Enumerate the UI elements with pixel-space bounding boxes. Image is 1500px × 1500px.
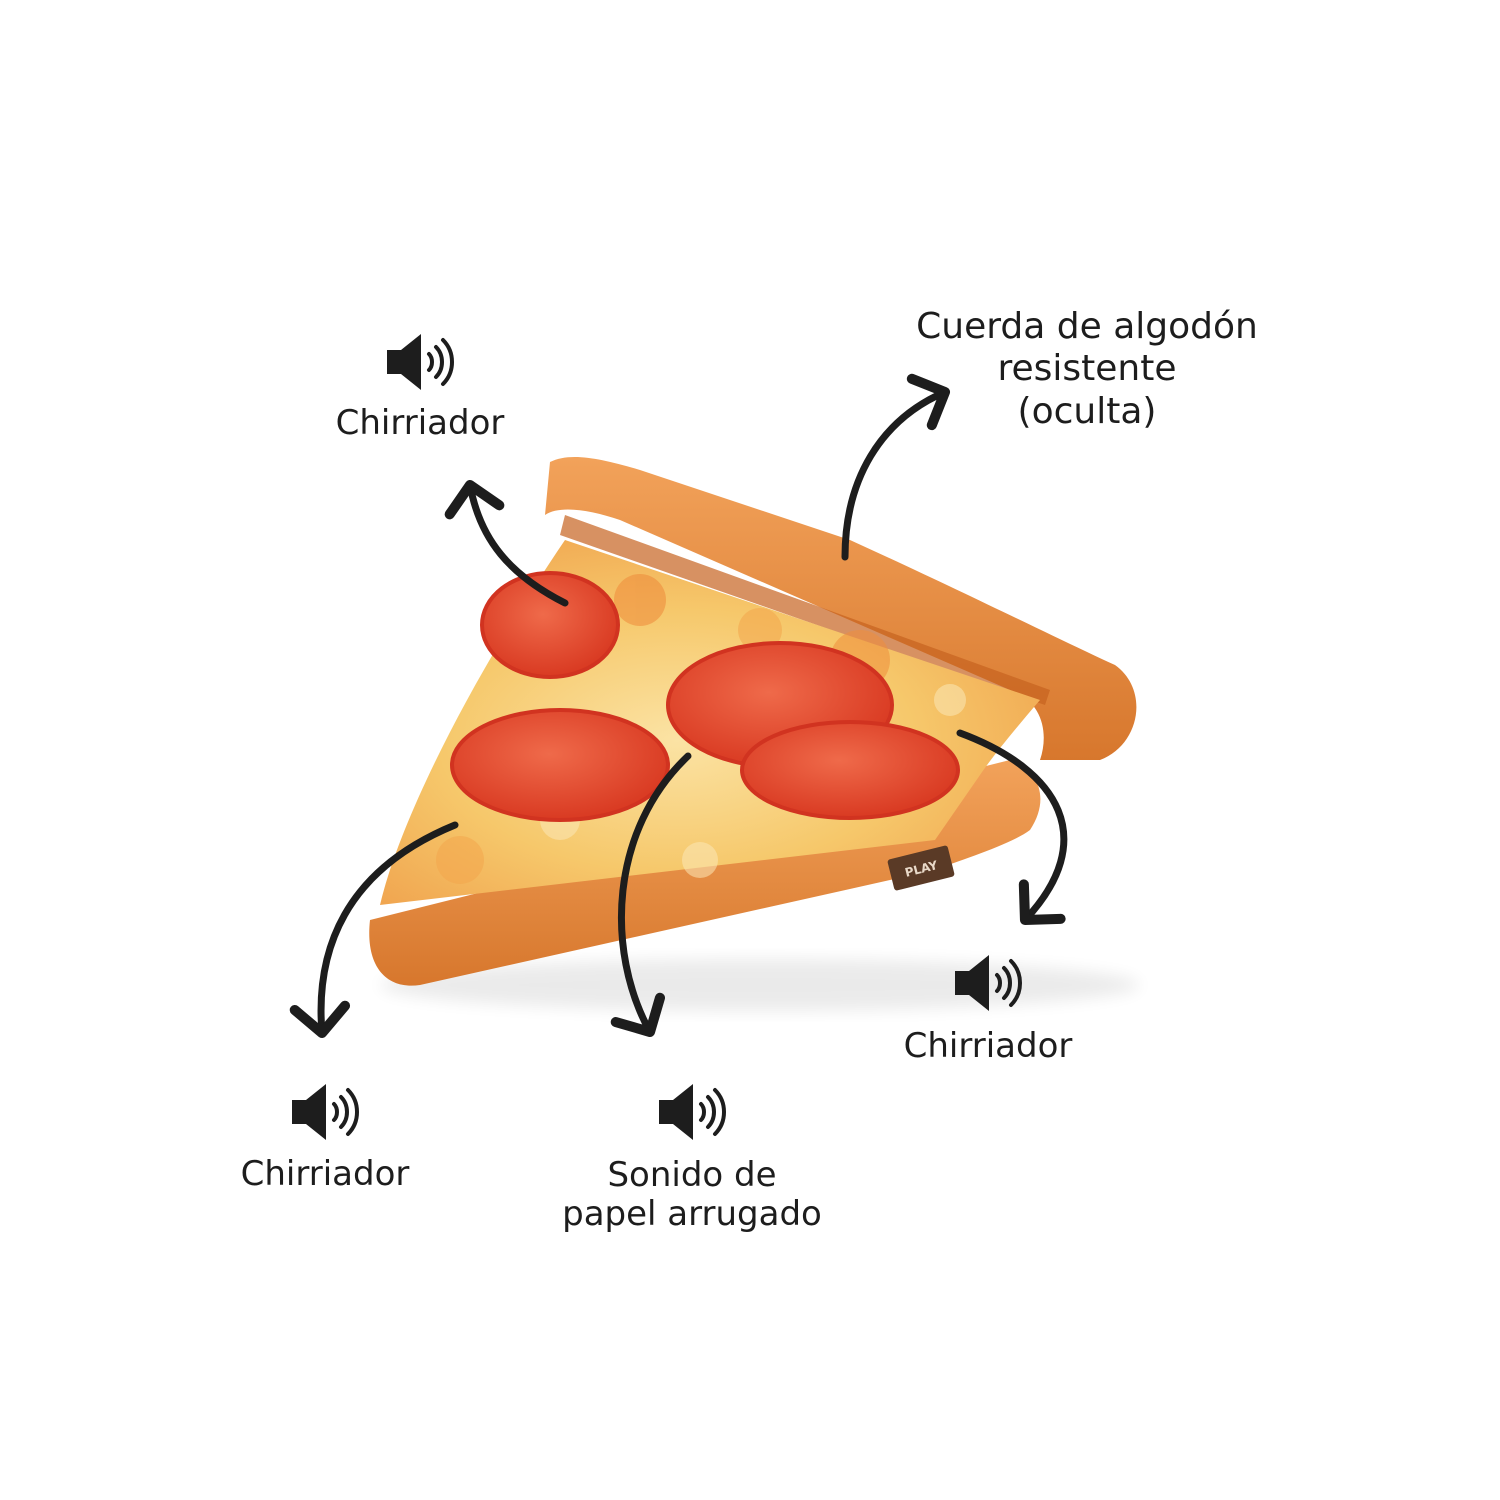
label-line: Cuerda de algodón	[916, 306, 1258, 347]
speaker-icon	[659, 1084, 726, 1140]
label-line: Sonido de	[607, 1155, 777, 1195]
arrow-top-left	[444, 479, 569, 607]
label-cotton-rope: Cuerda de algodón resistente (oculta)	[862, 306, 1312, 433]
label-crinkle-paper: Sonido de papel arrugado	[532, 1155, 852, 1235]
label-squeaker-bottom-left: Chirriador	[205, 1155, 445, 1193]
speaker-icon	[292, 1084, 359, 1140]
label-squeaker-right: Chirriador	[868, 1027, 1108, 1065]
label-line: (oculta)	[1017, 390, 1157, 432]
pepperoni-slice	[740, 720, 960, 820]
label-squeaker-top-left: Chirriador	[300, 404, 540, 442]
label-text: Chirriador	[335, 403, 505, 443]
arrow-bottom-left	[289, 821, 459, 1039]
floor-shadow	[380, 959, 1140, 1011]
speaker-icon	[955, 955, 1022, 1011]
brand-tag: PLAY	[887, 845, 955, 891]
pepperoni-slice	[450, 708, 670, 822]
pepperoni-slice	[480, 571, 620, 679]
pizza-crust-inner-rim	[560, 515, 1050, 705]
arrow-top-right	[841, 373, 951, 561]
arrow-bottom-middle	[610, 752, 692, 1038]
label-line: papel arrugado	[562, 1194, 822, 1235]
pizza-crust-back	[545, 456, 1137, 760]
label-text: Chirriador	[240, 1154, 410, 1194]
label-line: resistente	[997, 348, 1177, 390]
label-text: Chirriador	[903, 1026, 1073, 1066]
speaker-icon	[387, 334, 454, 390]
arrow-right	[956, 729, 1068, 926]
